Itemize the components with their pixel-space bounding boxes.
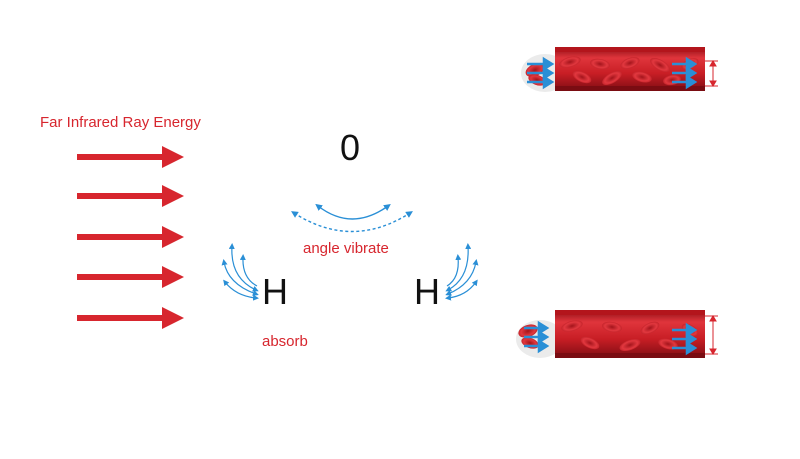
- vibrate-arc-dashed: [291, 211, 413, 233]
- energy-label: Far Infrared Ray Energy: [40, 114, 201, 131]
- energy-arrow-5: [77, 307, 184, 329]
- blood-vessel-top: [521, 47, 718, 92]
- vibrate-arc-solid: [315, 203, 391, 220]
- blood-vessel-bottom: [516, 310, 718, 358]
- hydrogen-right-atom: H: [414, 271, 440, 312]
- energy-arrow-1: [77, 146, 184, 168]
- red-blood-cells-bottom: [518, 320, 699, 352]
- energy-arrow-4: [77, 266, 184, 288]
- energy-arrows: [77, 146, 184, 329]
- energy-arrow-3: [77, 226, 184, 248]
- oxygen-atom: 0: [340, 127, 361, 168]
- energy-arrow-2: [77, 185, 184, 207]
- flow-arrows-top: [527, 56, 698, 90]
- absorb-label: absorb: [262, 333, 308, 350]
- angle-vibrate-arrows: [291, 203, 413, 233]
- hydrogen-left-vibration-arrows: [221, 243, 259, 301]
- flow-arrows-bottom: [524, 320, 698, 356]
- hydrogen-left-atom: H: [262, 271, 288, 312]
- hydrogen-right-vibration-arrows: [445, 243, 479, 301]
- diameter-indicator-bottom: [705, 315, 718, 355]
- diameter-indicator-top: [705, 60, 718, 87]
- angle-vibrate-label: angle vibrate: [303, 240, 389, 257]
